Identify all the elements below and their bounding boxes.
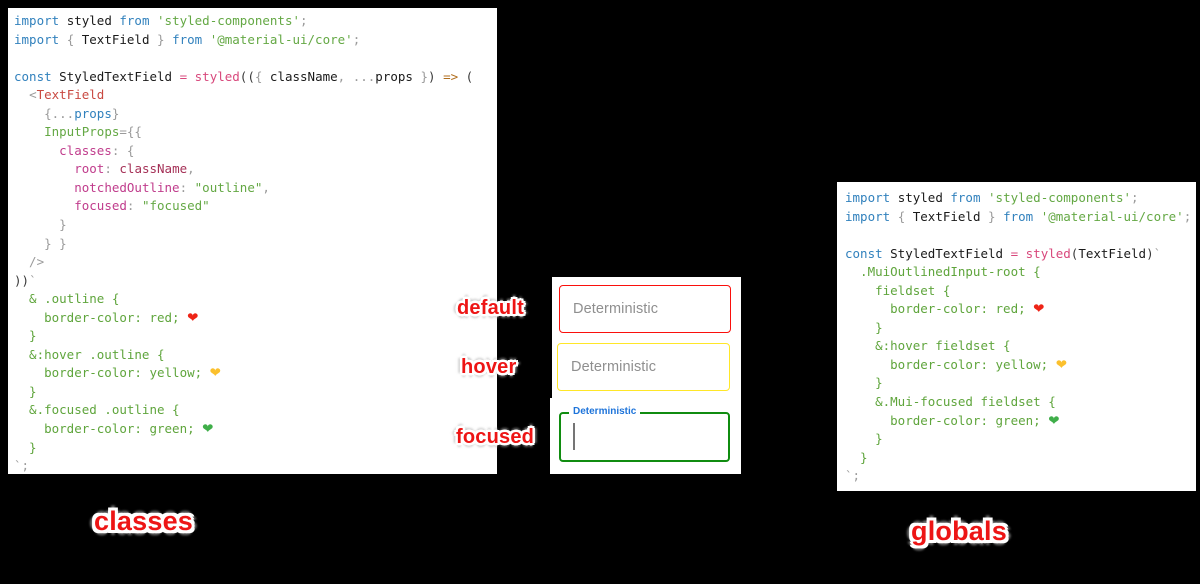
code-line: }: [845, 431, 883, 447]
section-label-classes: classes: [94, 506, 193, 536]
textfield-placeholder: Deterministic: [573, 301, 659, 317]
code-line: border-color: yellow; ❤: [14, 365, 221, 382]
code-line: & .outline {: [14, 291, 120, 307]
code-line: [14, 49, 497, 68]
code-line: const StyledTextField = styled(({ classN…: [14, 68, 474, 84]
code-line: import { TextField } from '@material-ui/…: [14, 31, 361, 47]
label-hover: hover: [461, 356, 517, 378]
code-line: border-color: red; ❤: [14, 309, 199, 326]
code-line: }: [14, 328, 37, 344]
code-line: }: [845, 375, 883, 391]
code-line: root: className,: [74, 161, 195, 177]
section-label-globals: globals: [911, 516, 1007, 546]
code-line: }: [14, 383, 37, 399]
code-line: `;: [845, 468, 861, 484]
code-line: }: [14, 217, 67, 233]
code-line: fieldset {: [845, 282, 951, 298]
code-line: border-color: red; ❤: [845, 301, 1045, 318]
code-line: <TextField: [29, 87, 105, 103]
textfield-demo-card-bottom: Deterministic: [550, 398, 741, 474]
code-line: &:hover fieldset {: [845, 338, 1011, 354]
code-line: classes: {: [59, 142, 135, 158]
code-line: border-color: green; ❤: [845, 412, 1060, 429]
code-line: &.focused .outline {: [14, 402, 180, 418]
code-line: &:hover .outline {: [14, 346, 165, 362]
code-line: InputProps={{: [44, 124, 142, 140]
code-line: import { TextField } from '@material-ui/…: [845, 208, 1192, 224]
textfield-focused[interactable]: [559, 412, 730, 462]
code-line: notchedOutline: "outline",: [74, 179, 270, 195]
code-line: />: [14, 254, 45, 270]
code-line: }: [845, 449, 868, 465]
code-line: import styled from 'styled-components';: [14, 13, 308, 28]
code-line: [845, 226, 1196, 245]
code-line: `;: [14, 458, 30, 474]
code-line: &.Mui-focused fieldset {: [845, 394, 1056, 410]
code-line: focused: "focused": [74, 198, 210, 214]
classes-code-panel: import styled from 'styled-components'; i…: [8, 8, 497, 474]
textfield-demo-card-top: Deterministic Deterministic: [552, 277, 741, 398]
code-line: {...props}: [44, 105, 120, 121]
text-cursor: [573, 423, 575, 450]
code-line: .MuiOutlinedInput-root {: [845, 264, 1041, 280]
code-line: import styled from 'styled-components';: [845, 190, 1139, 205]
code-line: ))`: [14, 272, 37, 288]
code-line: } }: [14, 235, 67, 251]
label-default: default: [457, 297, 524, 319]
textfield-floating-label: Deterministic: [569, 405, 641, 418]
textfield-hover[interactable]: Deterministic: [557, 343, 730, 391]
globals-code-panel: import styled from 'styled-components'; i…: [837, 182, 1196, 491]
label-focused: focused: [456, 426, 535, 448]
code-line: const StyledTextField = styled(TextField…: [845, 245, 1162, 261]
code-line: }: [14, 439, 37, 455]
textfield-placeholder: Deterministic: [571, 359, 657, 375]
textfield-default[interactable]: Deterministic: [559, 285, 731, 333]
code-line: }: [845, 319, 883, 335]
code-line: border-color: green; ❤: [14, 421, 214, 438]
code-line: border-color: yellow; ❤: [845, 356, 1068, 373]
